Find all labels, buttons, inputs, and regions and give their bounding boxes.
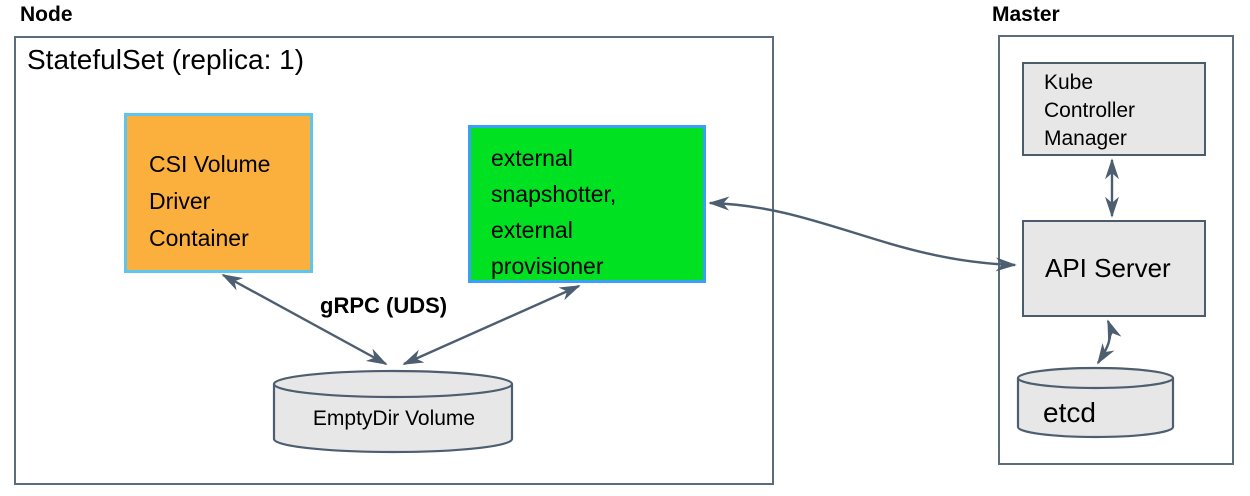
grpc-uds-label: gRPC (UDS) [320, 293, 448, 318]
master-group-label: Master [992, 3, 1060, 26]
csi-volume-driver-container-box: CSI Volume Driver Container [124, 113, 313, 273]
kube-controller-manager-box: Kube Controller Manager [1022, 62, 1206, 156]
api-server-box: API Server [1022, 220, 1206, 317]
emptydir-volume-label: EmptyDir Volume [312, 407, 476, 430]
api-server-label: API Server [1045, 253, 1171, 283]
etcd-label: etcd [1043, 397, 1096, 428]
node-group-label: Node [20, 3, 73, 26]
statefulset-title: StatefulSet (replica: 1) [27, 44, 305, 75]
external-snapshotter-provisioner-box: external snapshotter, external provision… [468, 125, 706, 283]
